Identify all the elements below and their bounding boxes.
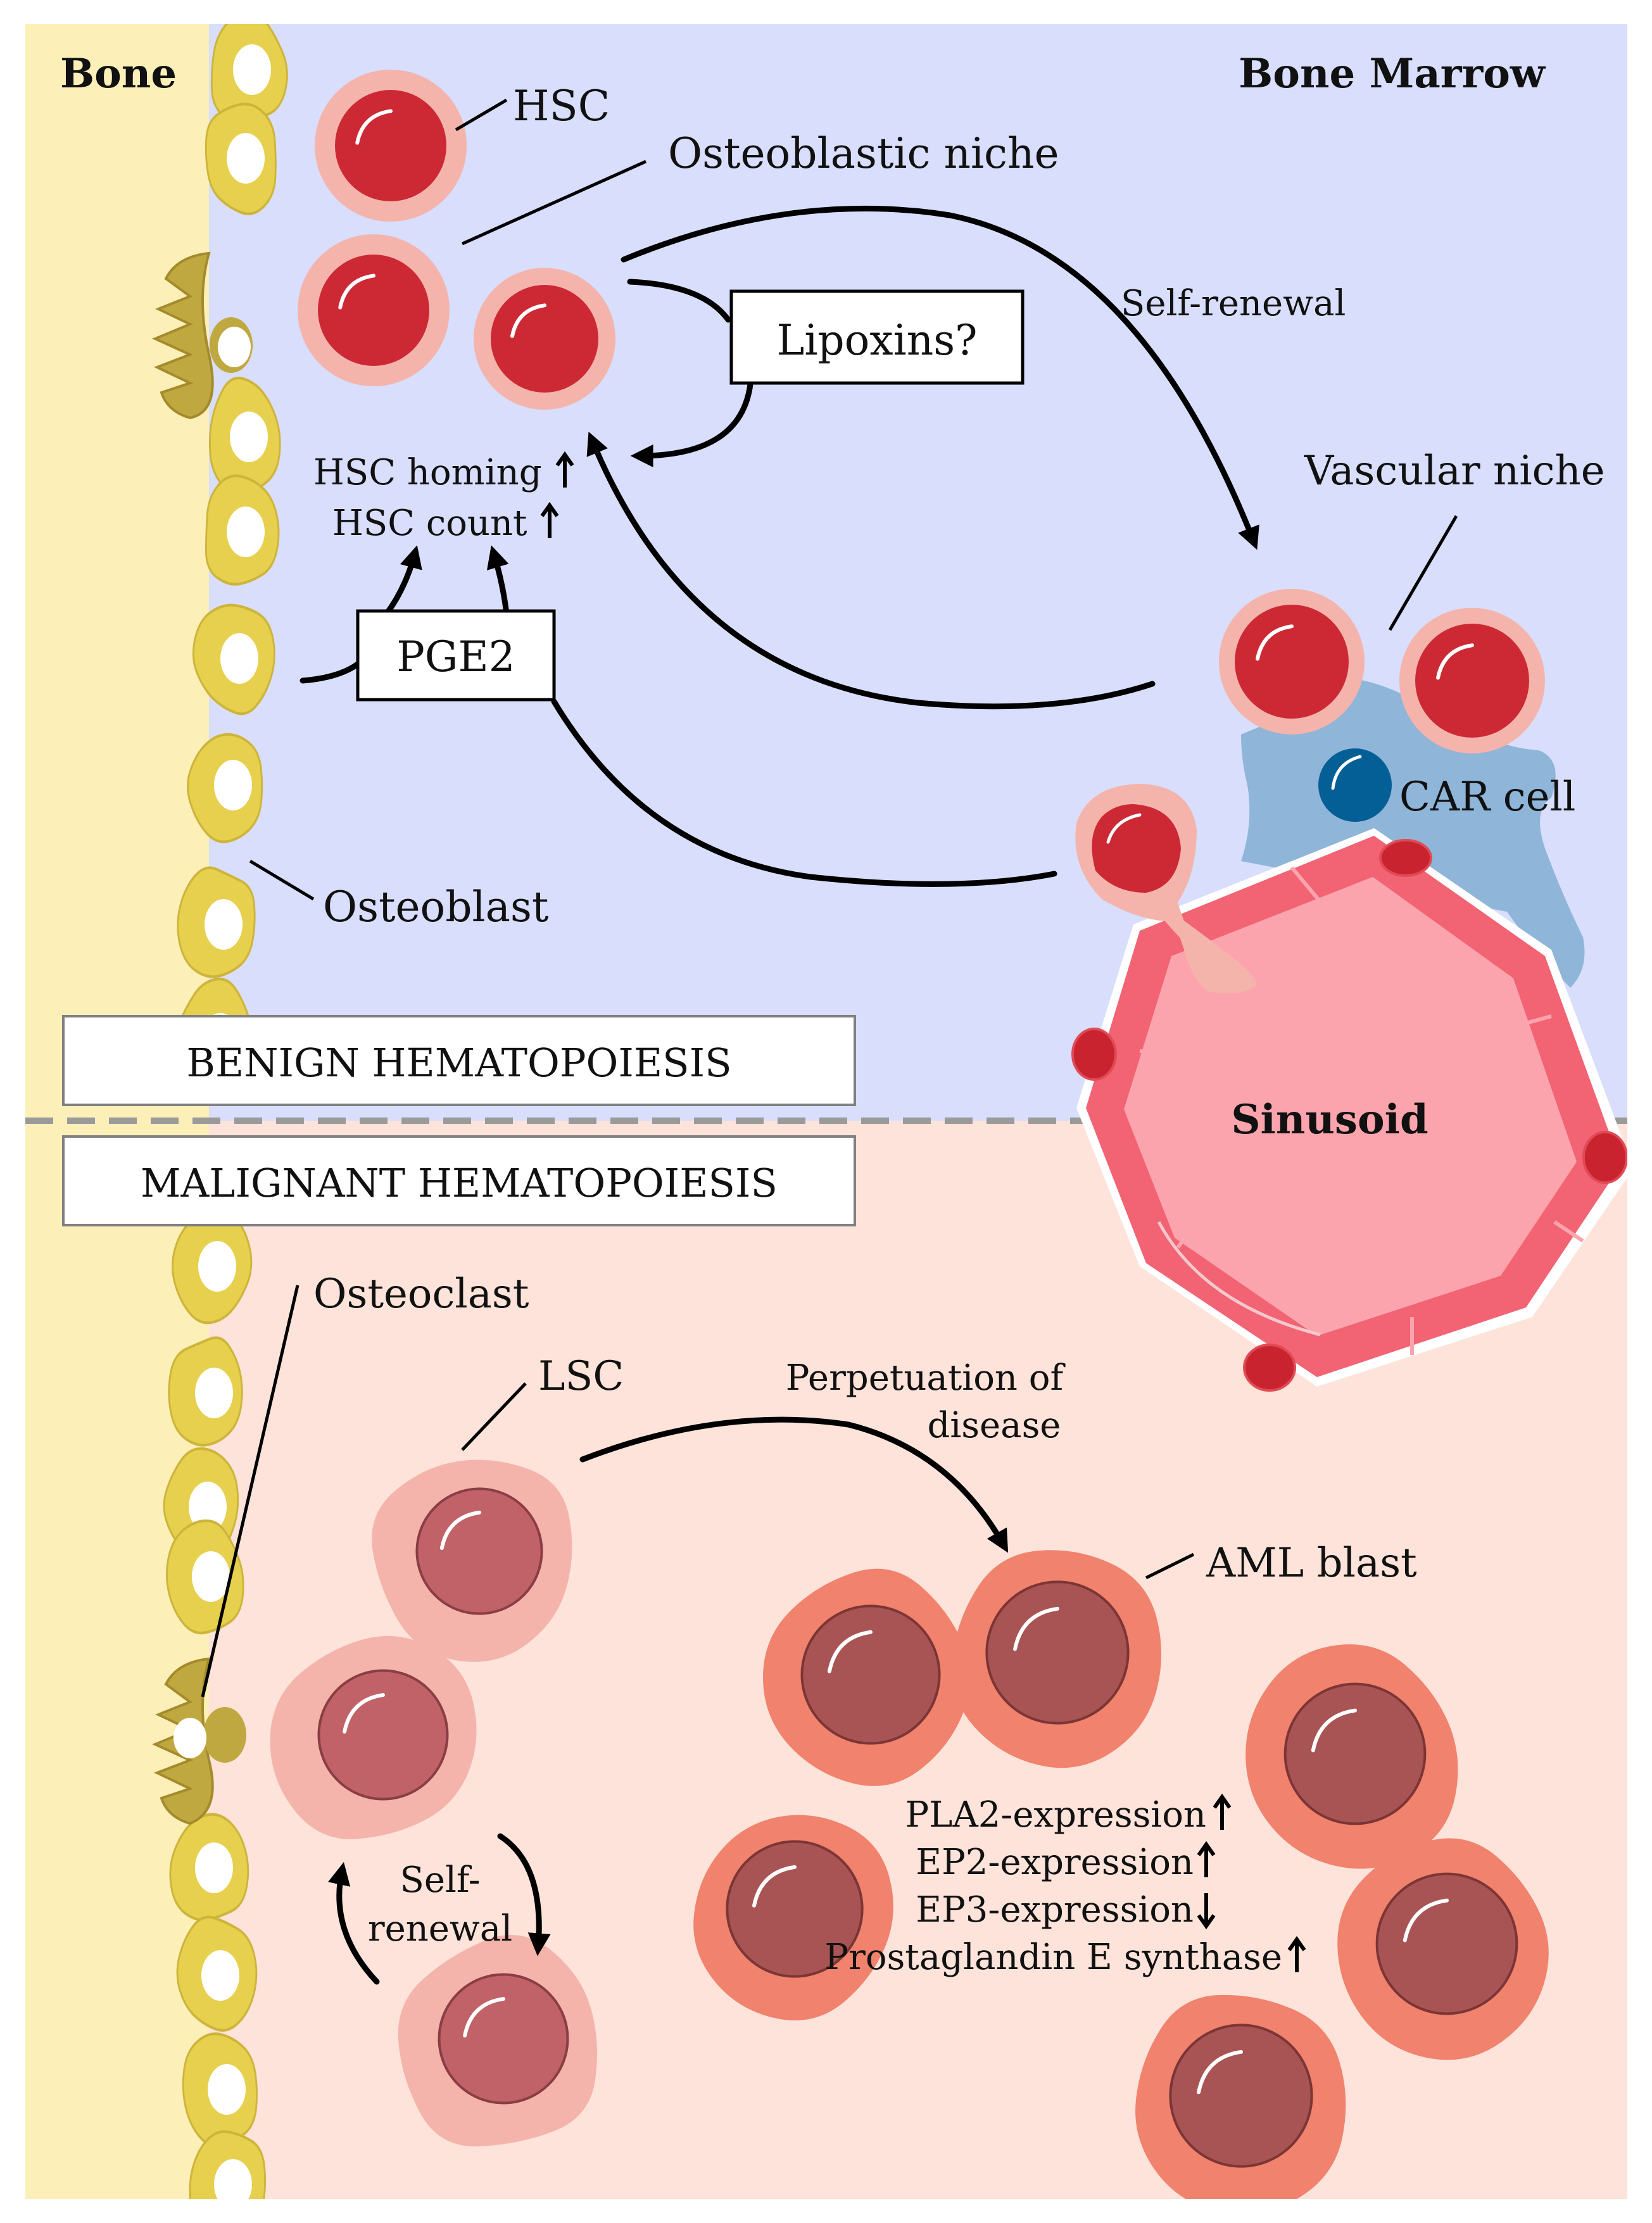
car-cell-label: CAR cell [1399, 774, 1575, 821]
vascular-niche-label: Vascular niche [1304, 448, 1605, 494]
lsc-cell [372, 1459, 572, 1662]
lsc-pointer [461, 1382, 527, 1451]
osteoblast-cell [182, 2032, 258, 2148]
self-renewal-down-arrow [497, 1833, 551, 1956]
osteoblast-cell [205, 103, 277, 215]
svg-text:PLA2-expression: PLA2-expression [905, 1794, 1206, 1836]
aml-blast-pointer [1145, 1552, 1195, 1580]
svg-text:EP3-expression: EP3-expression [916, 1889, 1194, 1930]
osteoblast-label: Osteoblast [323, 883, 548, 931]
self-renewal-bottom-line2: renewal [368, 1908, 512, 1949]
osteoblastic-niche-label: Osteoblastic niche [668, 129, 1059, 178]
self-renewal-top-label: Self-renewal [1121, 283, 1346, 324]
hsc-cell [315, 70, 467, 222]
perpetuation-label-line2: disease [928, 1405, 1061, 1446]
aml-blast-cell [951, 1550, 1162, 1768]
lipoxins-label: Lipoxins? [776, 316, 977, 365]
svg-text:Prostaglandin E synthase: Prostaglandin E synthase [824, 1937, 1282, 1978]
hsc-label: HSC [513, 82, 610, 130]
aml-blast-label: AML blast [1206, 1540, 1417, 1587]
ep2-expression-line: EP2-expression [916, 1841, 1216, 1883]
hsc-pointer [455, 98, 508, 132]
osteoclast-cell [151, 1657, 246, 1825]
aml-blast-cell [1245, 1644, 1458, 1869]
self-renewal-arrow [621, 205, 1259, 550]
osteoblast-cell [189, 2130, 267, 2199]
svg-text:HSC count: HSC count [332, 503, 527, 544]
car-cell [1241, 677, 1585, 988]
aml-blast-cell [1337, 1838, 1549, 2060]
self-renewal-up-arrow [327, 1861, 380, 1985]
lsc-cell [398, 1935, 598, 2147]
osteoclast-cell [151, 251, 253, 420]
osteoblast-lining [163, 24, 288, 2199]
ep3-expression-line: EP3-expression [916, 1889, 1216, 1930]
benign-banner-text: BENIGN HEMATOPOIESIS [186, 1040, 731, 1086]
car-cell-nucleus [1318, 748, 1392, 822]
lipoxins-arrow [630, 381, 753, 467]
malignant-banner-text: MALIGNANT HEMATOPOIESIS [141, 1160, 778, 1206]
perpetuation-arrow [579, 1416, 1009, 1553]
aml-blast-cell [762, 1568, 970, 1786]
osteoclast-pointer [201, 1285, 300, 1697]
lipoxins-box [729, 289, 1025, 385]
osteoblast-pointer [249, 859, 315, 901]
osteoblast-cell [169, 1813, 249, 1922]
hsc-cell [474, 268, 615, 410]
svg-text:EP2-expression: EP2-expression [916, 1842, 1194, 1883]
lsc-cell [270, 1635, 477, 1839]
osteoblast-cell [176, 1915, 258, 2032]
lipoxins-connector [627, 279, 731, 323]
vascular-return-arrow [586, 431, 1156, 710]
osteoclast-label: Osteoclast [313, 1271, 529, 1318]
malignant-banner [62, 1135, 856, 1226]
hsc-cell [298, 234, 450, 386]
bone-marrow-label: Bone Marrow [1239, 50, 1546, 98]
migrating-hsc-cell [1075, 784, 1256, 993]
bone-label: Bone [60, 50, 177, 98]
pge2-homing-arrow [383, 545, 422, 617]
osteoblast-cell [192, 603, 275, 715]
osteoblast-cell [168, 1336, 243, 1447]
hsc-cell [1219, 589, 1365, 734]
perpetuation-label-line1: Perpetuation of [786, 1357, 1066, 1399]
osteoblast-cell [187, 733, 263, 843]
osteoblast-cell [205, 474, 280, 586]
osteoblast-cell [210, 24, 288, 124]
pge2-box [356, 609, 556, 702]
aml-blast-cell [693, 1815, 893, 2021]
pge-synthase-line: Prostaglandin E synthase [824, 1936, 1306, 1978]
sinusoid-label: Sinusoid [1231, 1096, 1428, 1143]
aml-blast-cell [1135, 1994, 1346, 2199]
pge2-count-arrow [486, 545, 510, 617]
hsc-cell [1399, 608, 1545, 753]
osteoblastic-niche-pointer [461, 160, 647, 246]
pla2-expression-line: PLA2-expression [905, 1793, 1232, 1836]
hsc-count-line: HSC count [332, 501, 559, 544]
vascular-niche-pointer [1388, 515, 1458, 631]
self-renewal-bottom-line1: Self- [400, 1860, 480, 1901]
pge2-vascular-arrow [551, 698, 1057, 887]
pge2-label: PGE2 [396, 633, 515, 681]
hsc-homing-line: HSC homing [313, 451, 574, 493]
svg-text:HSC homing: HSC homing [313, 452, 542, 493]
osteoblast-cell [177, 866, 256, 978]
lsc-label: LSC [538, 1353, 624, 1400]
osteoblast-cell [208, 377, 281, 495]
benign-banner [62, 1015, 856, 1106]
